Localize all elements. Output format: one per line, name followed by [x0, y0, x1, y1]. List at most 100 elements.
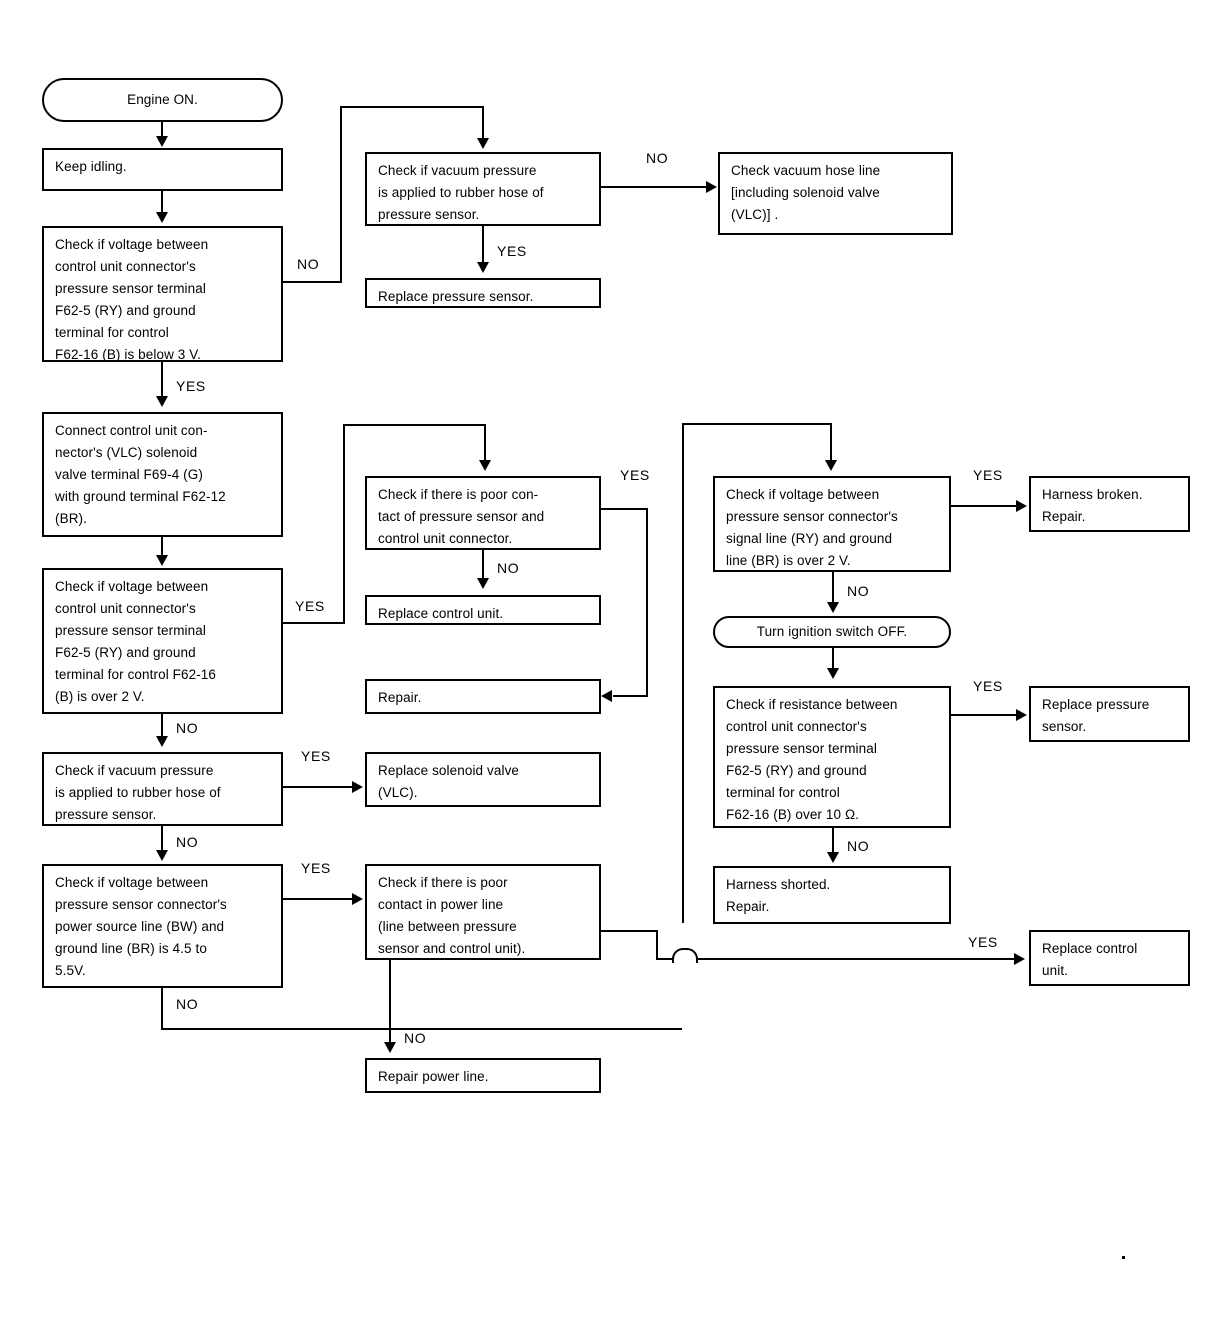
node-check-signal-line-voltage[interactable]: Check if voltage between pressure sensor…	[713, 476, 951, 572]
arrowhead-voltage-over-2v	[156, 555, 168, 566]
edge-no-resistance-down	[832, 828, 834, 854]
node-check-vacuum-top[interactable]: Check if vacuum pressure is applied to r…	[365, 152, 601, 226]
label-no-power-source-voltage: NO	[176, 996, 199, 1012]
edge-no-signal-line-down	[832, 572, 834, 604]
edge-yes-signal-line-right	[951, 505, 1018, 507]
node-repair-mid[interactable]: Repair.	[365, 679, 601, 714]
edge-connect-to-voltage-over-2v	[161, 537, 163, 557]
edge-yes-poor-contact-left	[613, 695, 648, 697]
label-no-poor-contact-power: NO	[404, 1030, 427, 1046]
edge-loop-to-signal-line-down	[830, 423, 832, 462]
line-hop-crossing	[672, 948, 698, 963]
arrowhead-poor-contact-power	[352, 893, 363, 905]
edge-yes-vacuum-top-down	[482, 226, 484, 264]
label-no-check-vacuum-top: NO	[646, 150, 669, 166]
arrowhead-check-power-source-voltage	[156, 850, 168, 861]
edge-yes-poor-contact-power-step1	[601, 930, 658, 932]
edge-yes-resistance-right	[951, 714, 1018, 716]
arrowhead-harness-broken	[1016, 500, 1027, 512]
arrowhead-replace-solenoid-valve	[352, 781, 363, 793]
label-yes-poor-contact-sensor: YES	[620, 467, 650, 483]
edge-loop-to-signal-line-up	[682, 423, 684, 923]
edge-yes-vacuum-lower-right	[283, 786, 353, 788]
edge-yes-over2v-right	[283, 622, 345, 624]
label-no-check-vacuum-lower: NO	[176, 834, 199, 850]
edge-no-voltage3v-up	[340, 106, 342, 283]
edge-yes-poor-contact-right	[601, 508, 648, 510]
edge-no-poor-contact-down	[482, 550, 484, 580]
label-no-voltage-below-3v: NO	[297, 256, 320, 272]
edge-no-vacuum-top-right	[601, 186, 709, 188]
arrowhead-check-vacuum-lower	[156, 736, 168, 747]
arrowhead-replace-control-unit-mid	[477, 578, 489, 589]
edge-no-vacuum-lower-down	[161, 826, 163, 852]
edge-yes-over2v-top	[343, 424, 486, 426]
arrowhead-harness-shorted	[827, 852, 839, 863]
arrowhead-replace-pressure-sensor-top	[477, 262, 489, 273]
node-replace-pressure-sensor-top[interactable]: Replace pressure sensor.	[365, 278, 601, 308]
arrowhead-turn-ignition-off	[827, 602, 839, 613]
node-replace-control-unit-mid[interactable]: Replace control unit.	[365, 595, 601, 625]
arrowhead-vacuum-hose-line	[706, 181, 717, 193]
node-repair-power-line[interactable]: Repair power line.	[365, 1058, 601, 1093]
node-engine-on[interactable]: Engine ON.	[42, 78, 283, 122]
label-yes-poor-contact-power: YES	[968, 934, 998, 950]
edge-no-poor-contact-power-down	[389, 960, 391, 1030]
edge-no-voltage3v-down	[482, 106, 484, 140]
node-replace-pressure-sensor-right[interactable]: Replace pressure sensor.	[1029, 686, 1190, 742]
arrowhead-repair-mid	[601, 690, 612, 702]
label-yes-voltage-over-2v: YES	[295, 598, 325, 614]
print-speck	[1122, 1256, 1125, 1259]
edge-no-voltage3v-right	[283, 281, 342, 283]
label-yes-power-source-voltage: YES	[301, 860, 331, 876]
edge-yes-voltage3v	[161, 362, 163, 398]
edge-yes-over2v-up	[343, 424, 345, 624]
label-no-voltage-over-2v: NO	[176, 720, 199, 736]
edge-yes-power-source-right	[283, 898, 353, 900]
node-turn-ignition-off[interactable]: Turn ignition switch OFF.	[713, 616, 951, 648]
label-no-poor-contact-sensor: NO	[497, 560, 520, 576]
node-engine-on-label: Engine ON.	[127, 92, 198, 107]
label-yes-resistance: YES	[973, 678, 1003, 694]
node-check-vacuum-lower[interactable]: Check if vacuum pressure is applied to r…	[42, 752, 283, 826]
node-check-voltage-below-3v[interactable]: Check if voltage between control unit co…	[42, 226, 283, 362]
node-check-vacuum-hose-line[interactable]: Check vacuum hose line [including soleno…	[718, 152, 953, 235]
edge-yes-poor-contact-power-right-seg	[693, 958, 1016, 960]
node-check-voltage-over-2v[interactable]: Check if voltage between control unit co…	[42, 568, 283, 714]
edge-no-power-source-right	[161, 1028, 682, 1030]
arrowhead-check-signal-line-voltage	[825, 460, 837, 471]
edge-no-voltage3v-top	[340, 106, 484, 108]
label-yes-voltage-below-3v: YES	[176, 378, 206, 394]
node-replace-solenoid-valve[interactable]: Replace solenoid valve (VLC).	[365, 752, 601, 807]
node-check-poor-contact-sensor[interactable]: Check if there is poor con- tact of pres…	[365, 476, 601, 550]
edge-yes-poor-contact-down	[646, 508, 648, 697]
node-check-power-source-voltage[interactable]: Check if voltage between pressure sensor…	[42, 864, 283, 988]
node-keep-idling[interactable]: Keep idling.	[42, 148, 283, 191]
arrowhead-poor-contact-sensor	[479, 460, 491, 471]
edge-loop-to-signal-line-top	[682, 423, 832, 425]
node-harness-broken-repair[interactable]: Harness broken. Repair.	[1029, 476, 1190, 532]
arrowhead-replace-pressure-sensor-right	[1016, 709, 1027, 721]
arrowhead-check-resistance	[827, 668, 839, 679]
edge-ignition-to-resistance	[832, 648, 834, 670]
edge-no-over2v-down	[161, 714, 163, 738]
edge-yes-poor-contact-power-stepdown	[656, 930, 658, 960]
label-yes-check-vacuum-top: YES	[497, 243, 527, 259]
node-check-resistance[interactable]: Check if resistance between control unit…	[713, 686, 951, 828]
node-connect-control-unit[interactable]: Connect control unit con- nector's (VLC)…	[42, 412, 283, 537]
node-harness-shorted-repair[interactable]: Harness shorted. Repair.	[713, 866, 951, 924]
label-yes-signal-line-voltage: YES	[973, 467, 1003, 483]
node-replace-control-unit-bottom[interactable]: Replace control unit.	[1029, 930, 1190, 986]
node-check-poor-contact-power[interactable]: Check if there is poor contact in power …	[365, 864, 601, 960]
edge-yes-over2v-down	[484, 424, 486, 462]
arrowhead-connect-control-unit	[156, 396, 168, 407]
label-no-signal-line-voltage: NO	[847, 583, 870, 599]
arrowhead-repair-power-line	[384, 1042, 396, 1053]
edge-engine-on-to-keep-idling	[161, 122, 163, 138]
arrowhead-voltage-below-3v	[156, 212, 168, 223]
arrowhead-check-vacuum-top	[477, 138, 489, 149]
arrowhead-replace-control-unit-bottom	[1014, 953, 1025, 965]
arrowhead-keep-idling	[156, 136, 168, 147]
label-yes-check-vacuum-lower: YES	[301, 748, 331, 764]
